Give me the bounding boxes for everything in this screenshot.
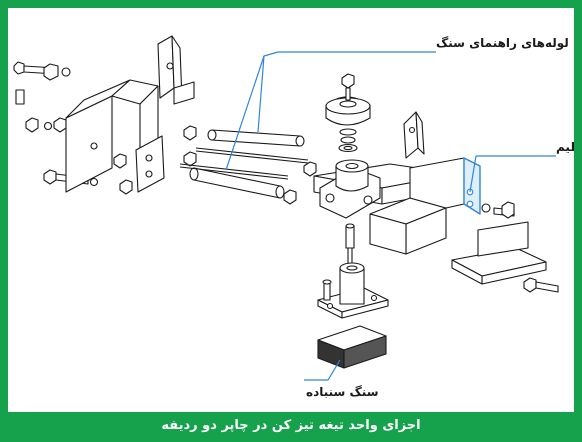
mounting-plate-right (403, 111, 425, 159)
tube-end-nuts (283, 161, 317, 205)
stone-holder (317, 262, 389, 319)
guide-tube-lower (189, 167, 285, 199)
adjusting-knob (325, 73, 371, 126)
mounting-plate-top-left (157, 35, 195, 105)
guide-rods (179, 147, 309, 180)
left-bolt-middle (25, 117, 67, 133)
knob-washers (338, 128, 358, 153)
drawing-panel: لوله‌های راهنمای سنگ سوراخ تنظیم سنگ سنب… (8, 8, 582, 412)
holder-screw (322, 279, 332, 301)
figure-caption: اجزای واحد تیغه تیز کن در چاپر دو ردیفه (161, 418, 421, 433)
left-nut-bottom (119, 179, 133, 195)
guide-tube-upper (207, 129, 305, 147)
grinding-stone (317, 325, 387, 369)
label-guide-tubes: لوله‌های راهنمای سنگ (436, 36, 569, 51)
right-u-bracket (369, 157, 481, 255)
right-bolt-top (481, 201, 515, 219)
label-grinding-stone: سنگ سنباده (306, 385, 379, 399)
leader-hole (469, 155, 477, 193)
left-u-bracket (65, 79, 159, 193)
leader-lines (225, 51, 556, 381)
bottom-right-plate (451, 221, 547, 285)
right-bolt-bottom (523, 277, 559, 293)
label-adjust-hole: سوراخ تنظیم (556, 140, 574, 155)
stem-pin (345, 223, 355, 265)
nuts-left-row (113, 125, 197, 169)
leader-stone (304, 359, 341, 381)
center-block (319, 159, 381, 219)
left-nut-top (43, 63, 71, 81)
exploded-assembly-drawing: لوله‌های راهنمای سنگ سوراخ تنظیم سنگ سنب… (13, 35, 582, 399)
clamp-plate-left (135, 135, 165, 193)
leader-tube-lower (225, 55, 265, 171)
